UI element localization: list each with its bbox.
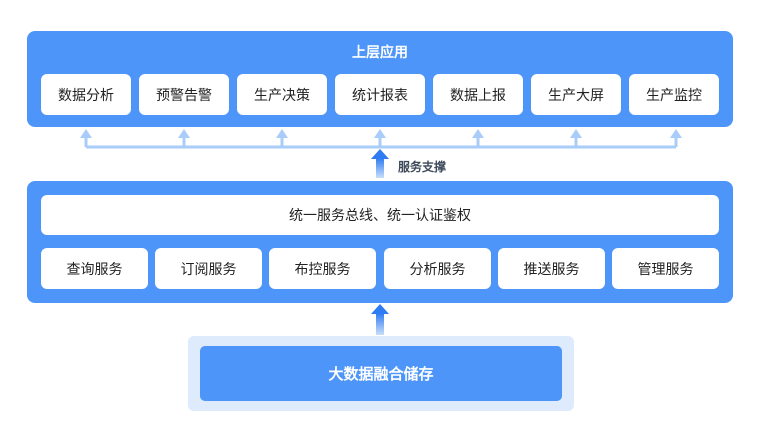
unified-service-bus-bar: 统一服务总线、统一认证鉴权 (41, 195, 719, 235)
arrow-up-icon (570, 129, 582, 138)
arrow-up-icon (374, 129, 386, 138)
service-item-control: 布控服务 (269, 248, 376, 289)
app-item-production-decision: 生产决策 (237, 74, 327, 115)
arrow-up-icon (472, 129, 484, 138)
storage-layer-panel: 大数据融合储存 (188, 336, 574, 411)
storage-arrow-icon (371, 304, 389, 335)
big-data-storage-block: 大数据融合储存 (200, 346, 562, 401)
app-item-statistical-report: 统计报表 (335, 74, 425, 115)
arrow-up-icon (178, 129, 190, 138)
app-item-early-warning: 预警告警 (139, 74, 229, 115)
service-layer-panel: 统一服务总线、统一认证鉴权 查询服务 订阅服务 布控服务 分析服务 推送服务 管… (27, 181, 733, 303)
service-item-subscribe: 订阅服务 (155, 248, 262, 289)
service-item-analysis: 分析服务 (384, 248, 491, 289)
service-item-manage: 管理服务 (612, 248, 719, 289)
service-support-label: 服务支撑 (398, 160, 447, 174)
arrow-up-icon (670, 129, 682, 138)
app-item-data-analysis: 数据分析 (41, 74, 131, 115)
service-item-query: 查询服务 (41, 248, 148, 289)
upper-application-panel: 上层应用 数据分析 预警告警 生产决策 统计报表 数据上报 生产大屏 生产监控 (27, 31, 733, 127)
arrow-up-icon (80, 129, 92, 138)
app-item-production-monitor: 生产监控 (629, 74, 719, 115)
upper-application-title: 上层应用 (352, 45, 408, 61)
connector-bracket (80, 129, 682, 149)
app-item-production-screen: 生产大屏 (531, 74, 621, 115)
service-item-push: 推送服务 (498, 248, 605, 289)
support-arrow-icon (371, 149, 389, 178)
app-item-data-reporting: 数据上报 (433, 74, 523, 115)
arrow-up-icon (276, 129, 288, 138)
